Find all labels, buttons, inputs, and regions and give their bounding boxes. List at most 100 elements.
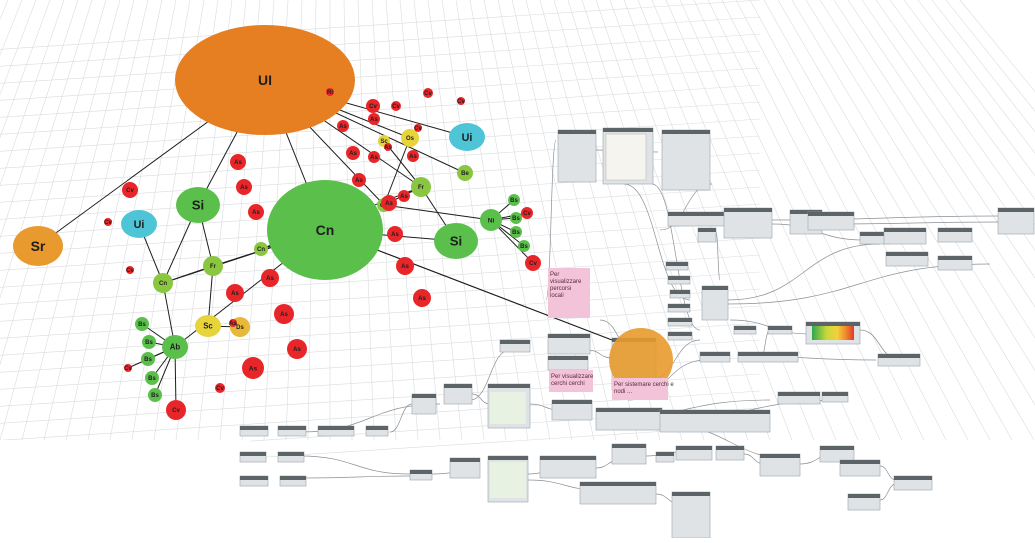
dynamo-node-header: [500, 340, 530, 344]
node-shape: [457, 97, 465, 105]
node-shape: [366, 99, 380, 113]
grid-line: [581, 0, 727, 441]
node-label: As: [391, 232, 399, 238]
node-label: Cv: [523, 211, 531, 217]
node-shape: [521, 207, 533, 219]
dynamo-node-header: [938, 228, 972, 232]
grid-line: [441, 0, 507, 441]
diagram-node-cv11: Cv: [423, 88, 433, 98]
dynamo-node-header: [808, 212, 854, 216]
node-label: Bs: [145, 340, 153, 346]
dynamo-node-header: [278, 452, 304, 456]
diagram-node-sc1: Sc: [195, 315, 221, 337]
grid-line: [959, 0, 1035, 93]
dynamo-node: [997, 207, 1035, 235]
node-label: Ui: [462, 132, 473, 144]
node-shape: [398, 190, 410, 202]
grid-line: [791, 0, 1035, 406]
dynamo-node-header: [840, 460, 880, 464]
node-shape: [326, 88, 334, 96]
node-label: Ni: [488, 217, 495, 224]
node-shape: [229, 319, 237, 327]
dynamo-node-header: [884, 228, 926, 232]
node-shape: [287, 339, 307, 359]
node-shape: [126, 266, 134, 274]
diagram-node-cv12: Cv: [457, 97, 465, 105]
wire: [651, 183, 701, 331]
node-label: As: [409, 154, 417, 160]
diagram-node-os: Os: [401, 129, 419, 147]
diagram-node-as8: As: [242, 357, 264, 379]
node-label: Si: [450, 234, 462, 249]
node-label: Bs: [144, 357, 152, 363]
grid-line: [0, 0, 79, 240]
grid-line: [0, 33, 761, 84]
node-label: Be: [461, 171, 469, 177]
diagram-node-ui: UI: [175, 25, 355, 135]
dynamo-node-header: [822, 392, 848, 396]
node-label: As: [370, 117, 378, 123]
diagram-node-bs2: Bs: [510, 212, 522, 224]
diagram-node-as13: As: [381, 195, 397, 211]
node-shape: [135, 317, 149, 331]
node-label: Bs: [520, 244, 528, 250]
diagram-node-bs8: Bs: [145, 371, 159, 385]
dynamo-node-header: [240, 476, 268, 480]
dynamo-node-header: [444, 384, 472, 388]
node-label: As: [401, 264, 409, 270]
dynamo-node-header: [778, 392, 820, 396]
grid-line: [0, 271, 761, 322]
dynamo-node-header: [806, 322, 860, 326]
node-shape: [423, 88, 433, 98]
dynamo-node-header: [580, 482, 656, 486]
node-label: Cv: [529, 261, 537, 267]
diagram-node-cv10: Cv: [391, 101, 401, 111]
grid-line: [763, 0, 1013, 441]
node-shape: [121, 210, 157, 238]
note-background: [548, 268, 590, 318]
wire: [879, 483, 897, 501]
node-label: As: [385, 201, 393, 207]
node-shape: [368, 113, 380, 125]
grid-line: [0, 0, 51, 139]
note-text: cerchi cerchi: [551, 381, 585, 387]
dynamo-node-header: [668, 276, 690, 280]
dynamo-node-header: [724, 208, 772, 212]
diagram-node-bs1: Bs: [508, 194, 520, 206]
node-shape: [242, 357, 264, 379]
dynamo-node-header: [668, 318, 692, 322]
node-label: As: [280, 312, 288, 318]
grid-line: [0, 237, 761, 288]
grid-line: [805, 0, 1035, 372]
node-shape: [411, 177, 431, 197]
node-shape: [457, 165, 473, 181]
node-label: Cv: [124, 366, 132, 372]
dynamo-node-header: [548, 334, 590, 338]
diagram-node-bs7: Bs: [141, 352, 155, 366]
node-label: Cn: [316, 222, 335, 238]
wire: [727, 243, 881, 301]
diagram-node-as2: As: [236, 179, 252, 195]
dynamo-node: [701, 285, 729, 321]
diagram-node-cv7: Cv: [126, 266, 134, 274]
dynamo-node-header: [676, 446, 712, 450]
dynamo-node-header: [612, 444, 646, 448]
color-range-bar: [812, 326, 854, 340]
node-shape: [267, 180, 383, 280]
node-shape: [148, 388, 162, 402]
grid-line: [65, 0, 163, 441]
dynamo-node-header: [548, 356, 588, 360]
watch-list: [490, 392, 526, 424]
node-label: As: [231, 291, 239, 297]
wire: [299, 455, 411, 475]
diagram-node-bs6: Bs: [142, 335, 156, 349]
diagram-node-fr2: Fr: [411, 177, 431, 197]
node-label: As: [234, 160, 242, 166]
wire: [715, 231, 721, 281]
node-shape: [387, 226, 403, 242]
node-shape: [413, 289, 431, 307]
